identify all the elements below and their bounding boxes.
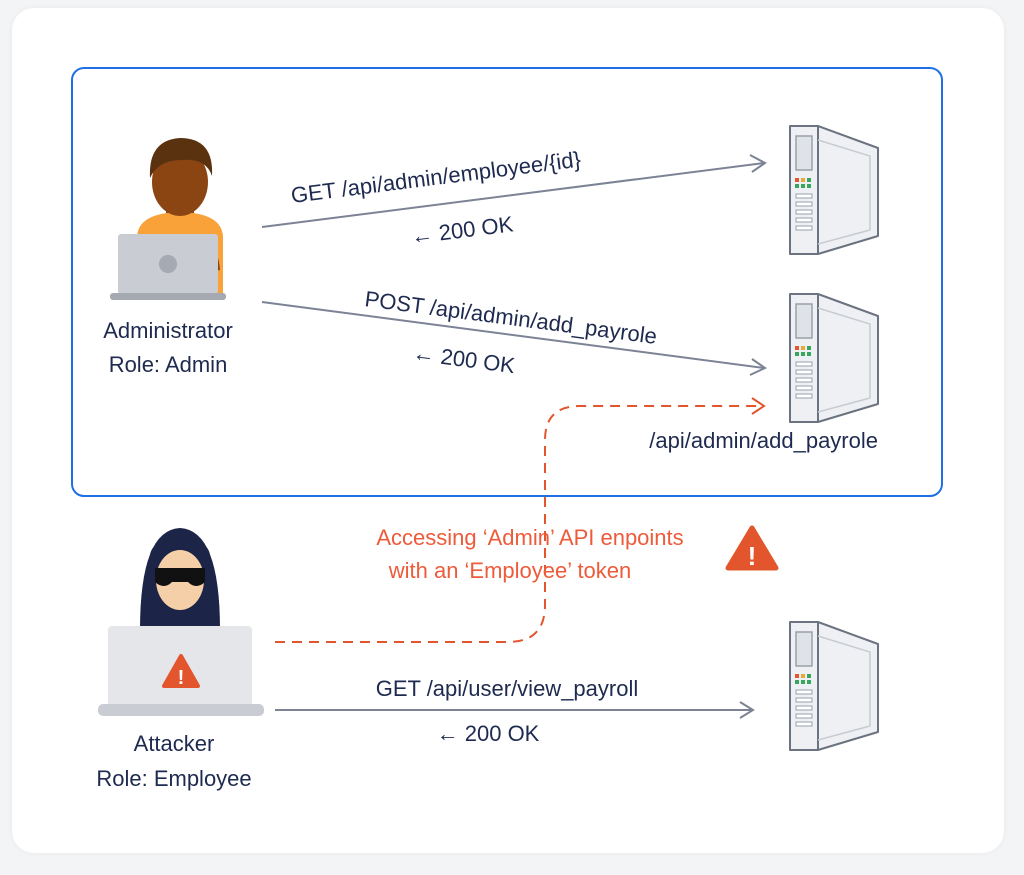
- view-payroll-label: GET /api/user/view_payroll: [376, 676, 639, 701]
- hacker-icon: [140, 528, 220, 630]
- post-payrole-arrow: [261, 301, 765, 369]
- get-employee-arrowhead: [749, 154, 767, 173]
- get-employee-arrow: [261, 162, 765, 228]
- svg-text:!: !: [748, 541, 757, 571]
- admin-zone-box: [71, 67, 943, 497]
- warning-line-1: Accessing ‘Admin’ API enpoints: [376, 525, 683, 550]
- attack-path: [275, 405, 762, 643]
- get-employee-label: GET /api/admin/employee/{id}: [289, 147, 582, 208]
- admin-name-label: Administrator: [103, 318, 233, 343]
- warning-line-2: with an ‘Employee’ token: [388, 558, 632, 583]
- attack-arrowhead: [751, 397, 766, 415]
- post-payrole-arrowhead: [749, 358, 768, 376]
- post-payrole-label: POST /api/admin/add_payrole: [363, 286, 658, 349]
- admin-role-label: Role: Admin: [109, 352, 228, 377]
- get-employee-response: ← 200 OK: [409, 211, 514, 249]
- attacker-name-label: Attacker: [134, 731, 215, 756]
- view-payroll-arrowhead: [739, 701, 755, 719]
- view-payroll-response: ← 200 OK: [437, 721, 540, 746]
- laptop-icon: [110, 234, 226, 300]
- server-icon: [789, 293, 879, 423]
- admin-server-label: /api/admin/add_payrole: [649, 428, 878, 453]
- svg-text:!: !: [178, 667, 185, 689]
- warning-icon: !: [725, 525, 779, 571]
- server-icon: [789, 621, 879, 751]
- warning-icon: !: [162, 654, 200, 689]
- post-payrole-response: ← 200 OK: [411, 340, 516, 378]
- attacker-role-label: Role: Employee: [96, 766, 251, 791]
- server-icon: [789, 125, 879, 255]
